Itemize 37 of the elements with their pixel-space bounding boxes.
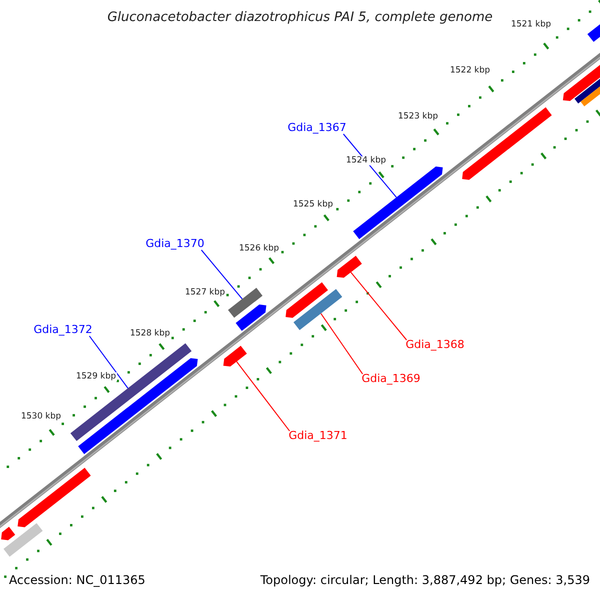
scale-label: 1529 kbp	[74, 372, 118, 382]
scale-label: 1527 kbp	[184, 288, 226, 298]
scale-label: 1526 kbp	[238, 244, 280, 254]
leader-line	[88, 336, 128, 389]
gene-block	[353, 166, 443, 240]
gene-label: Gdia_1371	[288, 430, 348, 442]
scale-label: 1525 kbp	[292, 200, 334, 210]
gene-label: Gdia_1368	[406, 338, 464, 352]
scale-label: 1524 kbp	[344, 156, 388, 166]
gene-block	[78, 358, 198, 454]
gene-block	[1, 526, 16, 540]
scale-label: 1522 kbp	[448, 66, 492, 76]
gene-label: Gdia_1372	[34, 324, 92, 336]
leader-line	[200, 250, 243, 300]
scale-label: 1530 kbp	[20, 412, 62, 422]
gene-block	[462, 107, 552, 180]
scale-label: 1521 kbp	[510, 20, 552, 30]
title: Gluconacetobacter diazotrophicus PAI 5, complete genome	[107, 10, 493, 26]
gene-block	[18, 468, 91, 528]
gene-block	[286, 282, 328, 318]
gene-label: Gdia_1369	[362, 372, 420, 386]
gene-bar	[4, 523, 43, 557]
genome-info-text: Topology: circular; Length: 3,887,492 bp; Genes: 3,539	[260, 574, 590, 588]
scale-label: 1528 kbp	[128, 329, 172, 339]
gene-label: Gdia_1370	[146, 238, 204, 250]
scale-label: 1523 kbp	[396, 112, 440, 122]
gene-block	[223, 346, 247, 366]
gene-block	[336, 256, 362, 278]
gene-block	[236, 304, 266, 331]
leader-line	[236, 361, 290, 432]
leader-line	[320, 313, 364, 374]
leader-line	[350, 272, 408, 340]
gene-bar	[228, 288, 262, 318]
gene-bar	[70, 343, 192, 441]
accession-text: Accession: NC_011365	[9, 574, 146, 588]
gene-label: Gdia_1367	[288, 122, 346, 134]
gene-bar	[294, 289, 342, 330]
